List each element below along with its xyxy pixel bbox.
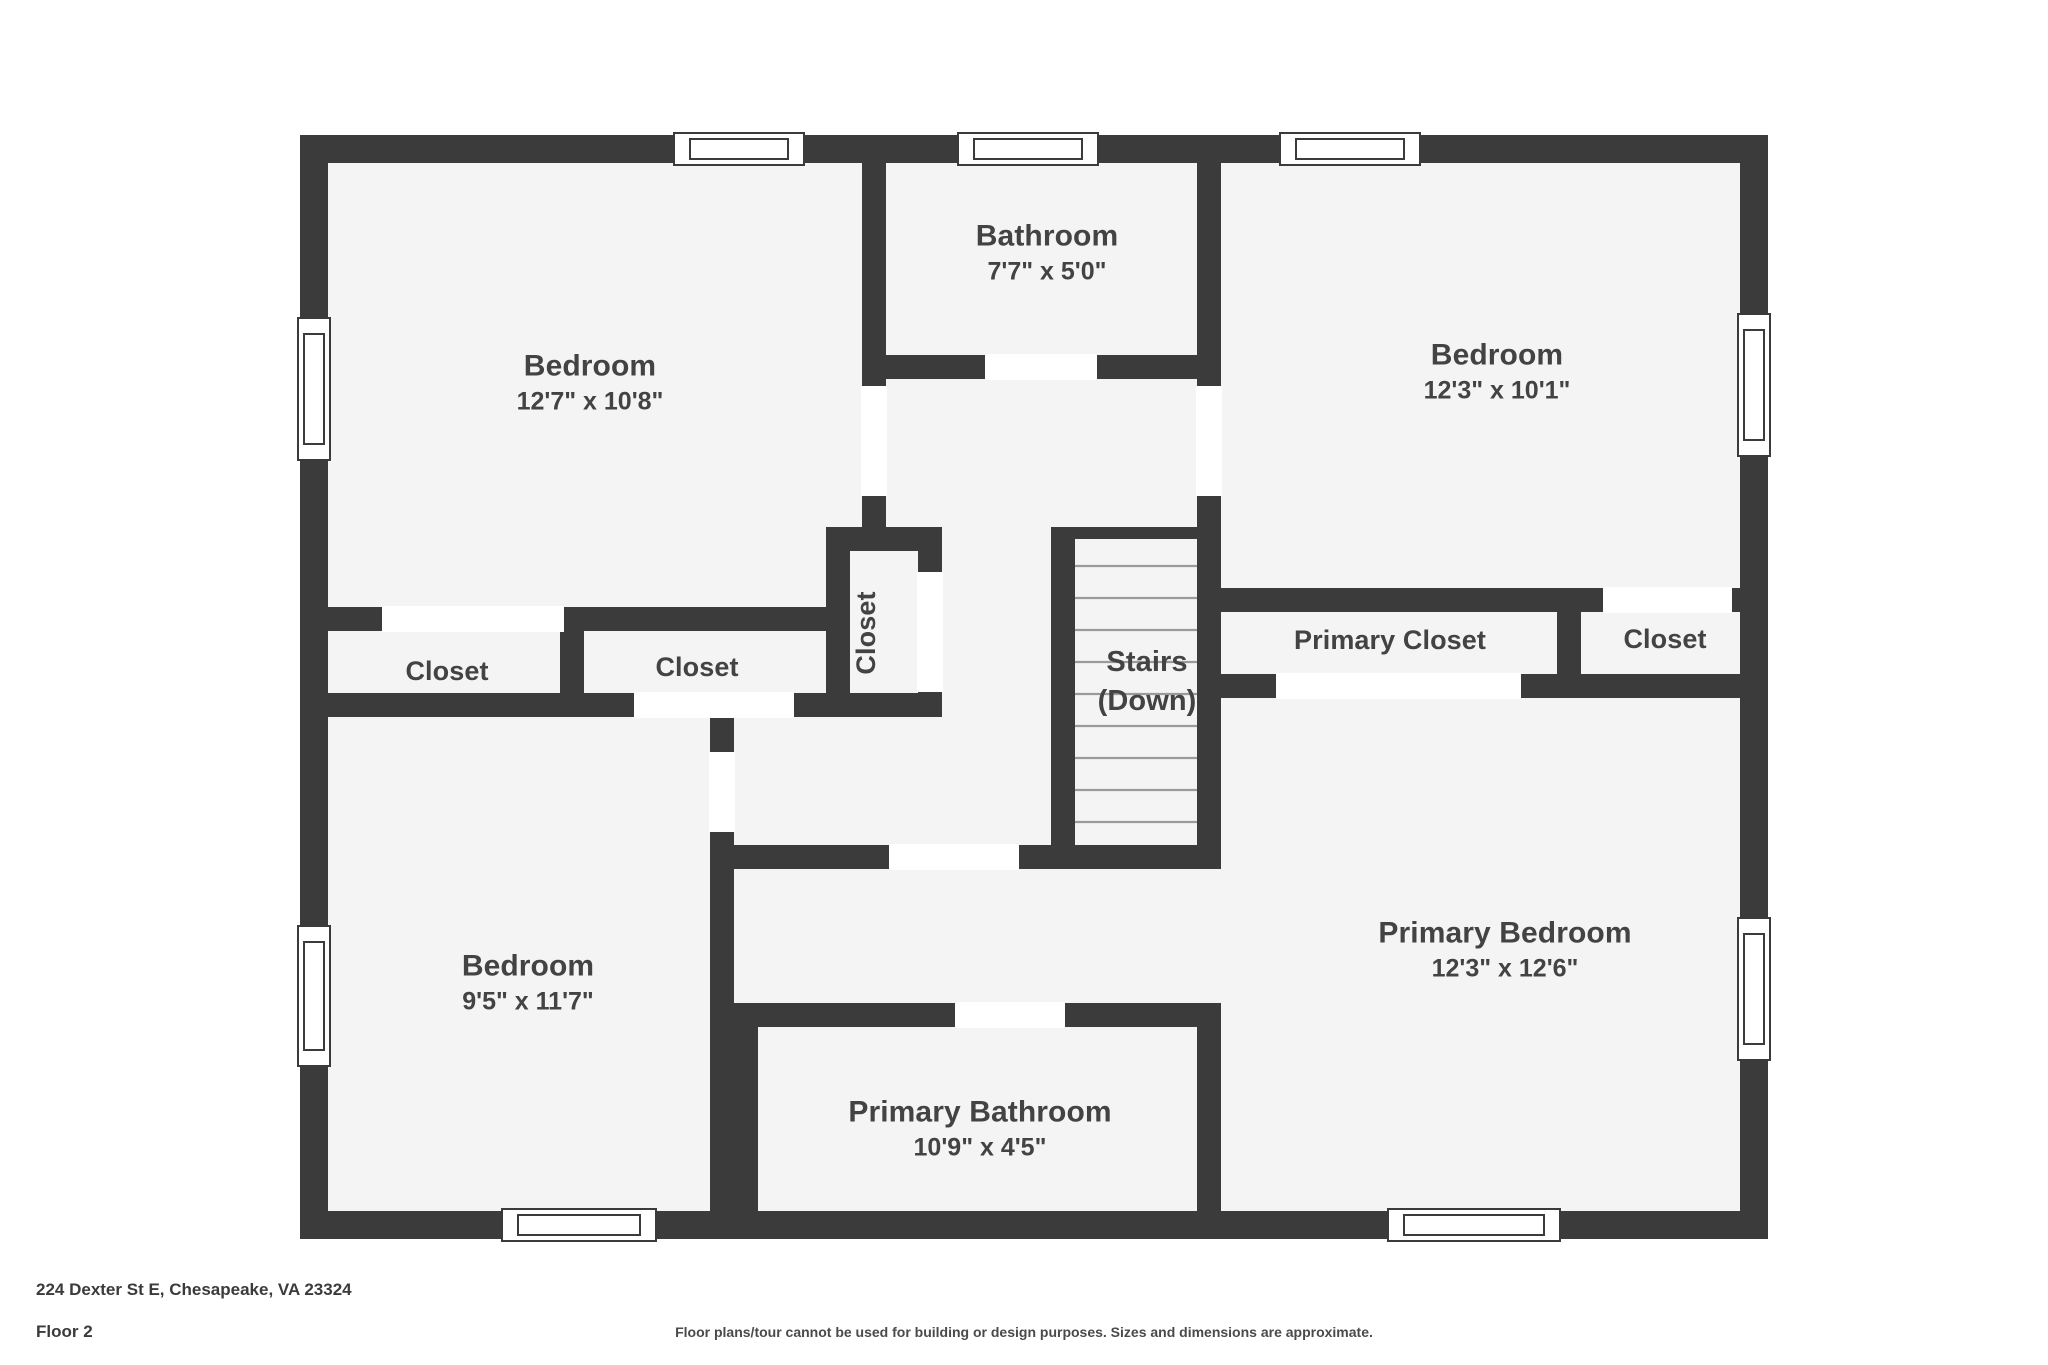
disclaimer-text: Floor plans/tour cannot be used for buil… [675,1324,1373,1340]
doorway-closet-left [382,606,564,632]
wall-center-closet-left [826,527,850,717]
window-top-bathroom [957,132,1099,166]
floor-label: Floor 2 [36,1322,93,1341]
wall-bl-bedroom-right-lower [710,825,734,1239]
doorway-bathroom [985,354,1097,380]
window-left-lower [297,925,331,1067]
doorway-primary-bathroom [955,1002,1065,1028]
wall-stairs-right [1197,527,1221,869]
doorway-hall-to-bedroom-tl [861,386,887,496]
wall-exterior-left [300,135,328,1239]
wall-hall-right-upper [1197,355,1221,387]
wall-bathroom-left [862,135,886,375]
wall-hall-right-lower [1197,495,1221,527]
wall-hall-left-lower [862,495,886,527]
window-bottom-left [501,1208,657,1242]
doorways [382,354,1732,1028]
property-address: 224 Dexter St E, Chesapeake, VA 23324 [36,1280,352,1299]
windows [297,132,1771,1242]
doorway-hall-to-bedroom-tr [1196,386,1222,496]
wall-primary-bath-right [1197,1003,1221,1239]
doorway-center-closet [917,572,943,692]
wall-stairs-left [1051,527,1075,869]
window-left-upper [297,317,331,461]
window-right-lower [1737,917,1771,1061]
doorway-corridor-to-primary [889,844,1019,870]
window-top-left [673,132,805,166]
doorway-primary-closet [1276,673,1521,699]
doorway-closet-right [1603,587,1732,613]
wall-hall-left-upper [862,355,886,387]
wall-stairs-top [1051,527,1221,539]
wall-center-closet-bottom [826,693,942,717]
window-top-right [1279,132,1421,166]
footer: 224 Dexter St E, Chesapeake, VA 23324 Fl… [0,1280,2048,1365]
window-right-upper [1737,313,1771,457]
doorway-closet-mid [634,692,794,718]
doorway-bedroom-bl [709,752,735,832]
wall-center-closet-right-upper [918,527,942,573]
window-bottom-right [1387,1208,1561,1242]
wall-bathroom-right [1197,135,1221,375]
wall-primary-bath-left [734,1003,758,1239]
